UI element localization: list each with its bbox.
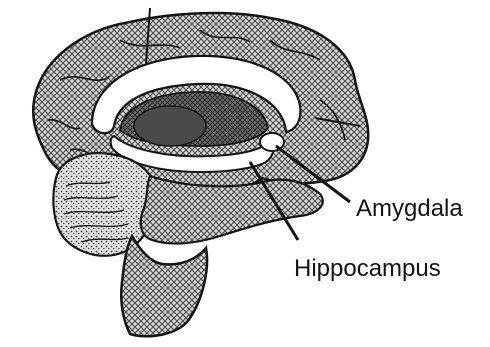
inner-nucleus — [134, 106, 206, 146]
brainstem — [121, 236, 207, 336]
hippocampus-label: Hippocampus — [294, 255, 441, 282]
cerebellum — [53, 153, 156, 256]
amygdala-label: Amygdala — [356, 195, 463, 222]
